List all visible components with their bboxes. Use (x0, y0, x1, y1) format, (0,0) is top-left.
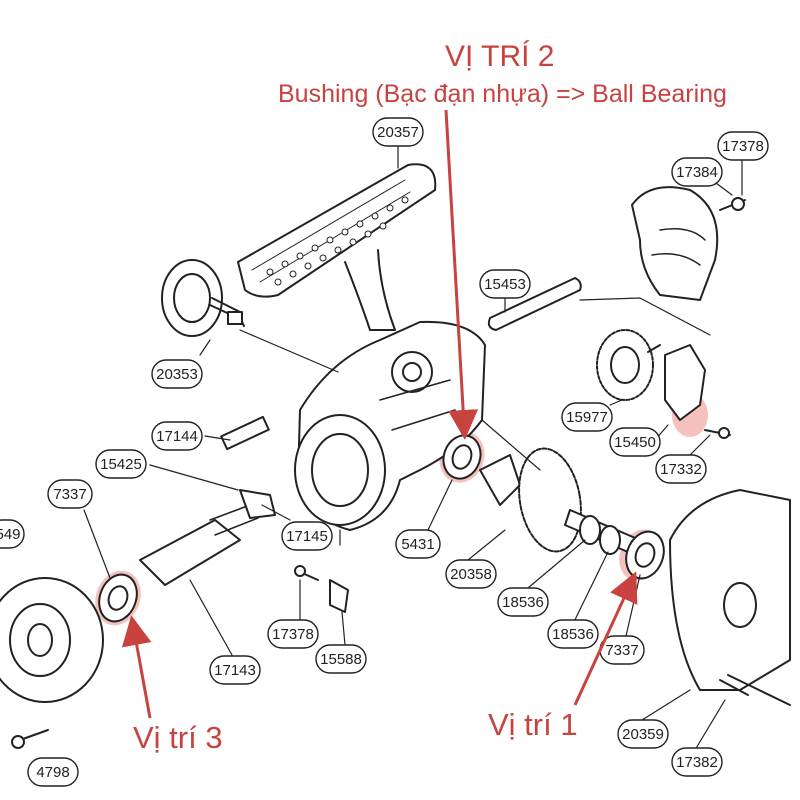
svg-text:549: 549 (0, 526, 21, 543)
svg-text:15977: 15977 (566, 409, 608, 426)
label-17144: 17144 (151, 421, 203, 451)
svg-text:18536: 18536 (502, 594, 544, 611)
label-17145: 17145 (281, 521, 333, 551)
svg-text:17143: 17143 (214, 662, 256, 679)
bearing-left-part (98, 573, 138, 623)
label-4798: 4798 (27, 757, 79, 787)
label-7337-right: 7337 (599, 635, 645, 665)
label-20359: 20359 (617, 719, 669, 749)
arrow-position-1 (573, 571, 638, 706)
svg-text:17145: 17145 (286, 528, 328, 545)
svg-text:17382: 17382 (676, 754, 718, 771)
svg-text:15588: 15588 (320, 651, 362, 668)
arrow-position-2 (444, 109, 479, 440)
svg-text:17378: 17378 (722, 138, 764, 155)
svg-text:15425: 15425 (100, 456, 142, 473)
screws-part (11, 565, 749, 749)
label-17143: 17143 (209, 655, 261, 685)
position-2-note: Bushing (Bạc đạn nhựa) => Ball Bearing (278, 80, 727, 108)
label-15450: 15450 (609, 427, 661, 457)
svg-text:4798: 4798 (36, 764, 69, 781)
label-18536-b: 18536 (547, 619, 599, 649)
knob-part (161, 259, 245, 337)
label-17378-bottom: 17378 (267, 619, 319, 649)
cover-part (631, 186, 746, 301)
position-1-label: Vị trí 1 (488, 707, 578, 742)
label-17382: 17382 (671, 747, 723, 777)
svg-text:17144: 17144 (156, 428, 198, 445)
svg-text:5431: 5431 (401, 536, 434, 553)
part-labels: 20357 17378 17384 15453 20353 15977 1714… (0, 117, 769, 787)
svg-text:17384: 17384 (676, 164, 718, 181)
annotation-arrows (121, 109, 638, 719)
handle-part (237, 163, 437, 331)
spool-part (0, 577, 104, 703)
shaft-part (139, 504, 259, 586)
label-17384: 17384 (671, 157, 723, 187)
label-20357: 20357 (372, 117, 424, 147)
arrow-position-3 (121, 615, 152, 719)
label-15588: 15588 (315, 644, 367, 674)
label-549: 549 (0, 519, 25, 549)
gear-part (596, 329, 661, 401)
svg-text:7337: 7337 (53, 486, 86, 503)
bearing-right-part (625, 530, 665, 580)
svg-text:15453: 15453 (484, 276, 526, 293)
rod-part (487, 277, 582, 331)
washers-part (579, 515, 621, 555)
svg-text:20357: 20357 (377, 124, 419, 141)
label-20358: 20358 (445, 559, 497, 589)
label-15453: 15453 (479, 269, 531, 299)
reel-body (294, 320, 486, 531)
pawl-part (664, 344, 731, 439)
svg-text:15450: 15450 (614, 434, 656, 451)
label-20353: 20353 (151, 359, 203, 389)
label-17332: 17332 (655, 454, 707, 484)
label-15977: 15977 (561, 402, 613, 432)
label-5431: 5431 (395, 529, 441, 559)
label-7337-left: 7337 (47, 479, 93, 509)
leader-lines (83, 145, 743, 751)
position-2-title: VỊ TRÍ 2 (445, 40, 555, 73)
svg-text:20359: 20359 (622, 726, 664, 743)
svg-text:20353: 20353 (156, 366, 198, 383)
svg-text:17332: 17332 (660, 461, 702, 478)
svg-text:18536: 18536 (552, 626, 594, 643)
position-3-label: Vị trí 3 (133, 720, 223, 755)
svg-text:17378: 17378 (272, 626, 314, 643)
label-17378-top: 17378 (717, 131, 769, 161)
label-15425: 15425 (95, 449, 147, 479)
clip-part (220, 415, 276, 519)
svg-text:7337: 7337 (605, 642, 638, 659)
side-plate-part (669, 489, 791, 706)
svg-text:20358: 20358 (450, 566, 492, 583)
label-18536-a: 18536 (497, 587, 549, 617)
